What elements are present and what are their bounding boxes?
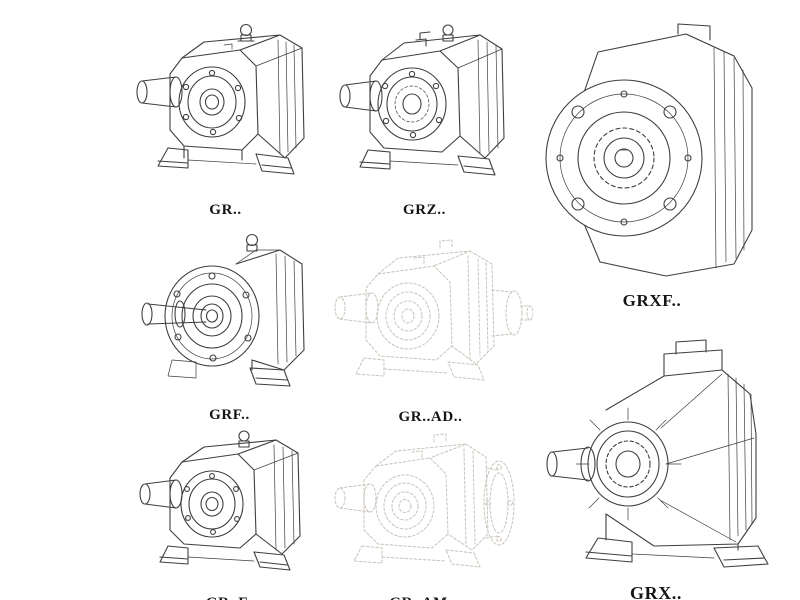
grz-gearbox-drawing: [339, 24, 505, 176]
grxf-gearbox-drawing: [545, 23, 753, 277]
figure-grf: GRF..: [132, 228, 327, 424]
gr-ad-gearbox-drawing: [334, 239, 533, 381]
figure-label-grf: GRF..: [209, 407, 250, 423]
gr-f-gearbox-drawing: [139, 430, 301, 571]
figure-grxf: GRXF..: [538, 18, 766, 311]
figure-label-gr-am: GR..AM..: [389, 595, 456, 600]
grx-gearbox-drawing: [546, 339, 769, 568]
gr-am-gearbox-drawing: [334, 433, 515, 568]
figure-label-grz: GRZ..: [402, 202, 446, 218]
figure-gr-ad: GR..AD..: [328, 228, 533, 426]
figure-label-grx: GRX..: [630, 583, 682, 600]
figure-label-gr-f: GR..F: [206, 595, 248, 600]
figure-grx: GRX..: [536, 314, 776, 600]
figure-label-grxf: GRXF..: [622, 291, 682, 310]
figure-grz: GRZ..: [332, 18, 517, 219]
gr-gearbox-drawing: [136, 23, 305, 175]
figure-gr: GR..: [128, 18, 323, 219]
grf-gearbox-drawing: [141, 233, 305, 387]
figure-label-gr: GR..: [209, 202, 242, 218]
figure-gr-am: GR..AM..: [328, 426, 518, 600]
figure-gr-f: GR..F: [132, 426, 322, 600]
figure-label-gr-ad: GR..AD..: [398, 409, 463, 425]
